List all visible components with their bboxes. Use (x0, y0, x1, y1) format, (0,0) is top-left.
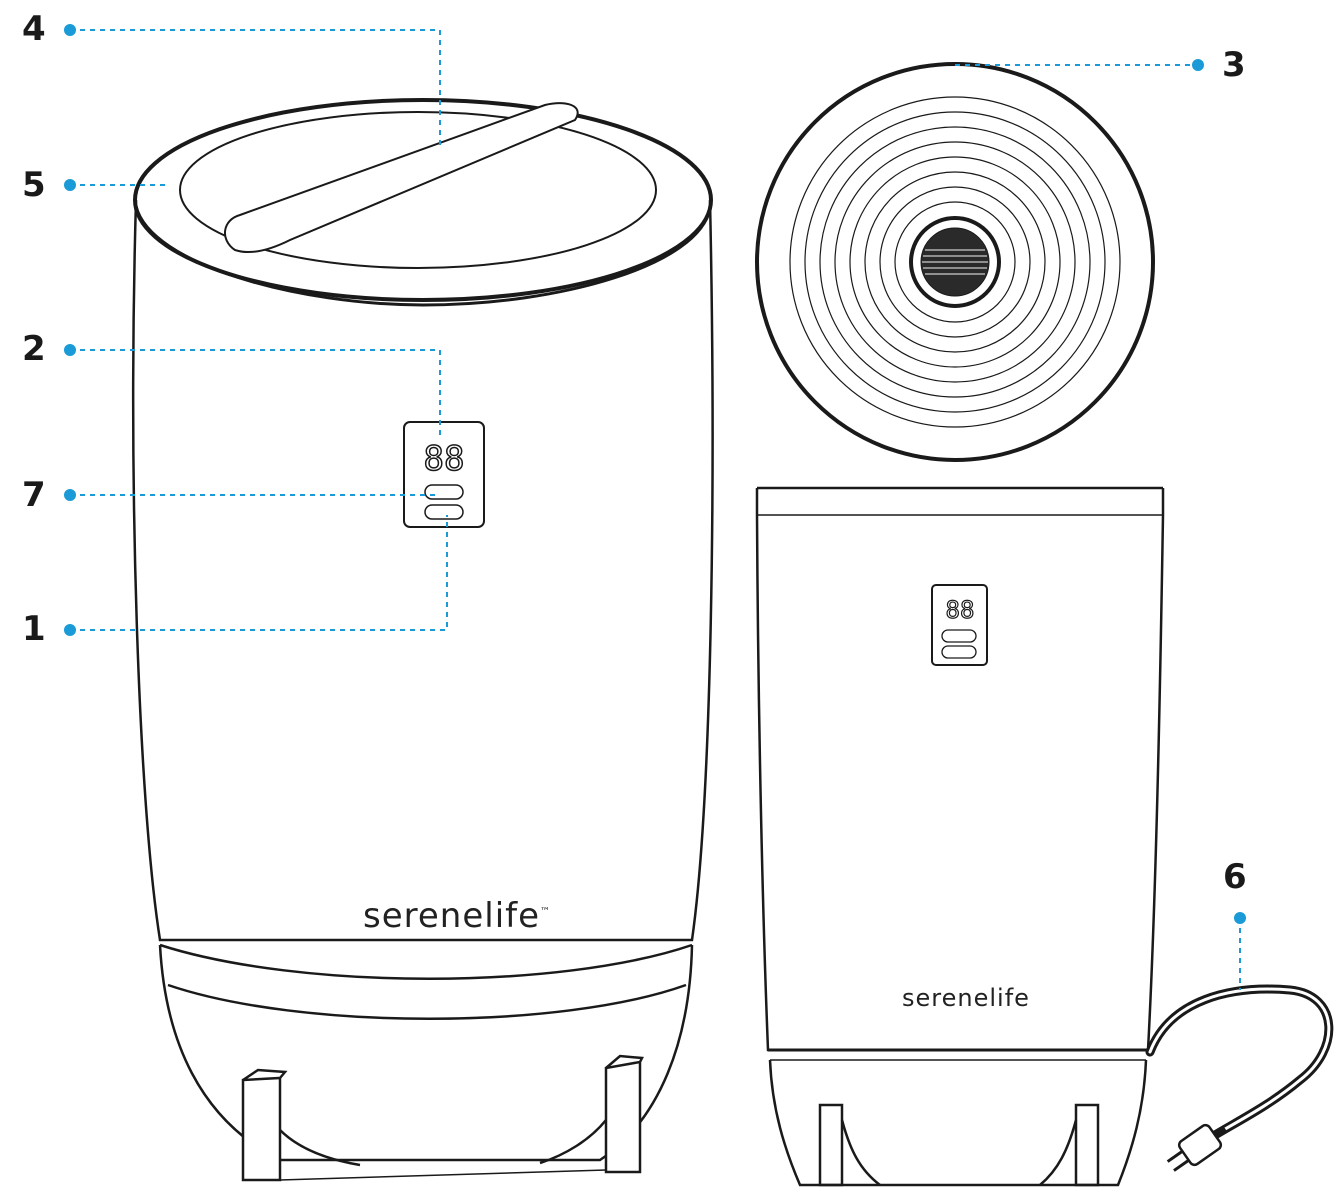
leader-1 (70, 515, 448, 631)
front-display-digits: 88 (424, 439, 465, 479)
side-display-digits: 88 (946, 596, 975, 624)
front-power-button (424, 484, 464, 500)
leader-4 (70, 29, 441, 150)
front-lid-rim-lower (134, 205, 712, 307)
front-brand-name: serenelife (363, 896, 541, 936)
side-body-outline (755, 488, 1165, 1052)
side-foot-right (1074, 1103, 1100, 1187)
front-foot-left (241, 1068, 288, 1182)
side-brand-name: serenelife (902, 984, 1030, 1012)
side-foot-left (818, 1103, 844, 1187)
top-view-lid (755, 62, 1155, 462)
side-control-panel (931, 584, 988, 666)
front-lid-rim (133, 98, 713, 302)
callout-4: 4 (22, 9, 46, 49)
callout-7: 7 (22, 475, 46, 515)
callout-6: 6 (1223, 857, 1247, 897)
front-view-unit (132, 98, 714, 1182)
front-control-panel (403, 421, 485, 528)
side-view-unit (755, 486, 1165, 1187)
front-brand-logo: serenelife™ (363, 896, 551, 936)
callout-1: 1 (22, 609, 46, 649)
callout-2: 2 (22, 329, 46, 369)
front-mode-button (424, 504, 464, 520)
front-foot-right (604, 1054, 644, 1174)
power-cord (1145, 984, 1334, 1172)
top-lid-knob-ring (909, 216, 1001, 308)
power-plug (1166, 1123, 1227, 1172)
side-base (768, 1059, 1148, 1187)
front-base-band-bottom (167, 983, 687, 1020)
side-brand-logo: serenelife (902, 984, 1030, 1012)
leader-2 (70, 349, 441, 440)
power-cord-cable (1145, 984, 1334, 1140)
callout-5: 5 (22, 165, 46, 205)
front-brand-tm: ™ (540, 906, 552, 918)
callout-leaders (70, 29, 1241, 990)
callout-dots (64, 24, 1246, 924)
front-lid-inner (179, 111, 657, 269)
callout-3: 3 (1222, 45, 1246, 85)
front-body-outline (132, 199, 714, 942)
front-base-band-top (159, 943, 693, 980)
front-lid-handle (224, 102, 579, 253)
